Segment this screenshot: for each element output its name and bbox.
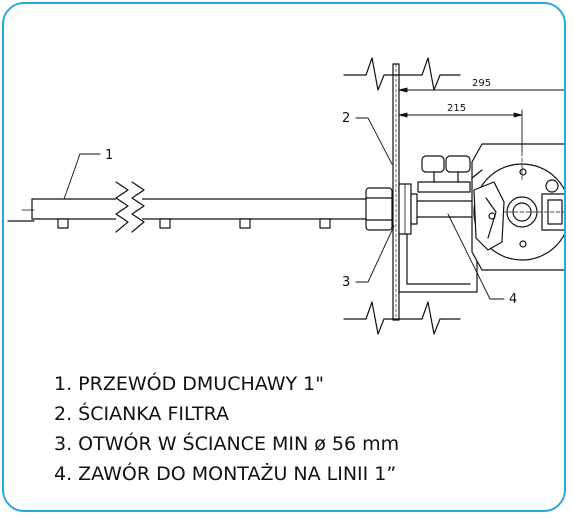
valve-body	[471, 143, 564, 271]
callout-4: 4	[509, 292, 517, 307]
solenoid-pilot	[417, 155, 483, 193]
blow-pipe	[7, 181, 367, 233]
dimension-inner-label: 215	[447, 103, 466, 114]
dimension-lines	[398, 87, 564, 153]
legend-item-valve: 4. ZAWÓR DO MONTAŻU NA LINII 1”	[54, 463, 397, 485]
legend-list: 1. PRZEWÓD DMUCHAWY 1" 2. ŚCIANKA FILTRA…	[54, 369, 399, 489]
diagram-frame: 295 215 1 2 3 4 1. PRZEWÓD DMUCHAWY 1" 2…	[2, 2, 566, 512]
dimension-outer-label: 295	[472, 78, 491, 89]
legend-item-blow-pipe: 1. PRZEWÓD DMUCHAWY 1"	[54, 373, 324, 395]
technical-drawing: 295 215 1 2 3 4	[7, 57, 564, 335]
legend-item-wall-opening: 3. OTWÓR W ŚCIANCE MIN ø 56 mm	[54, 433, 400, 455]
wall-fitting	[365, 183, 418, 235]
legend-item-filter-wall: 2. ŚCIANKA FILTRA	[54, 403, 230, 425]
callout-2: 2	[342, 111, 350, 126]
callout-3: 3	[342, 275, 350, 290]
callout-leaders	[63, 117, 505, 300]
callout-1: 1	[105, 148, 113, 163]
